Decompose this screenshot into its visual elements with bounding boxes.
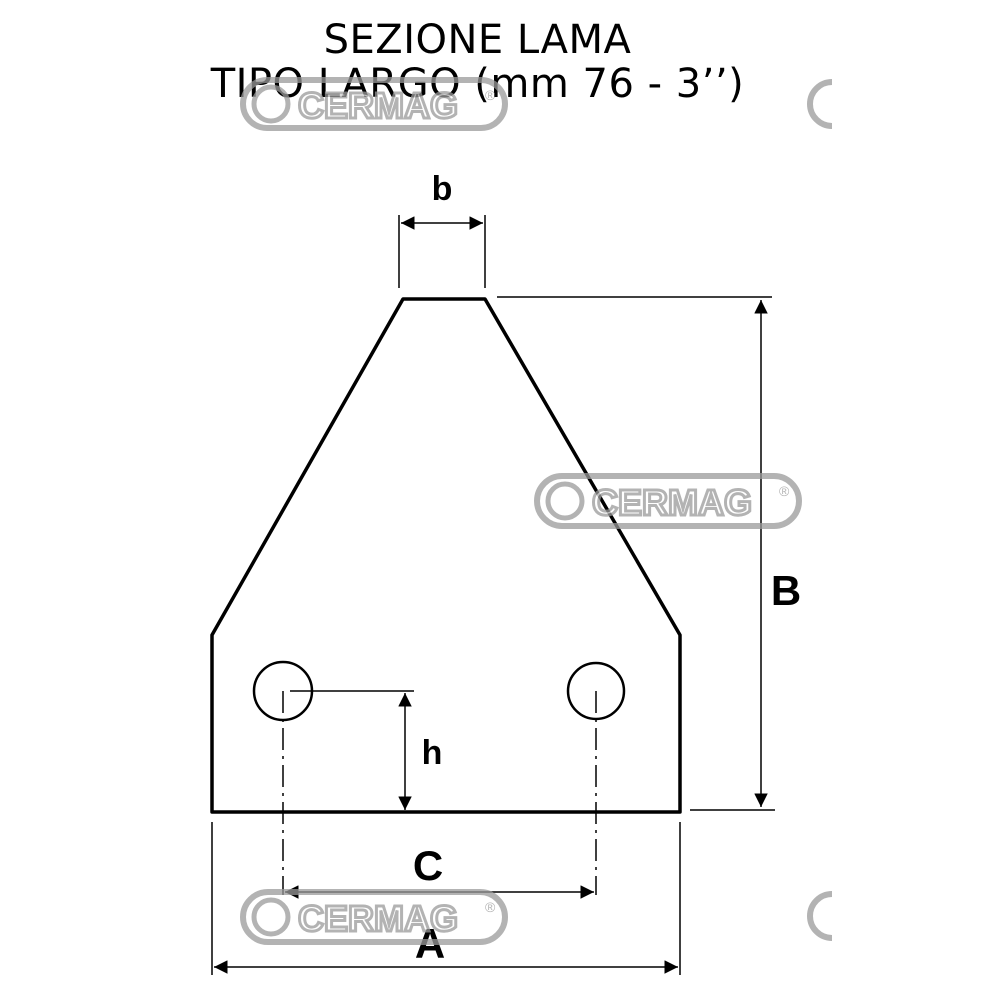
watermark-text: CERMAG <box>298 898 458 939</box>
cermag-watermark-center: CERMAG ® <box>534 473 802 529</box>
watermark-text: CERMAG <box>592 482 752 523</box>
cermag-watermark-edge-bottom <box>807 891 833 941</box>
watermark-registered: ® <box>485 899 496 915</box>
watermark-text: CERMAG <box>298 85 458 126</box>
dim-b-label: b <box>432 170 453 208</box>
blade-outline <box>210 297 682 814</box>
cermag-watermark-edge-top <box>807 79 833 129</box>
cermag-watermark-top: CERMAG ® <box>240 77 508 131</box>
watermark-registered: ® <box>779 483 790 499</box>
dim-C-label: C <box>413 842 443 889</box>
cermag-watermark-bottom: CERMAG ® <box>240 889 508 945</box>
dim-B-label: B <box>771 567 801 614</box>
watermark-registered: ® <box>485 87 496 103</box>
dim-h-label: h <box>422 734 443 772</box>
diagram-title-line1: SEZIONE LAMA <box>323 17 632 63</box>
diagram-title-line2: TIPO LARGO (mm 76 - 3’’) <box>210 61 745 107</box>
